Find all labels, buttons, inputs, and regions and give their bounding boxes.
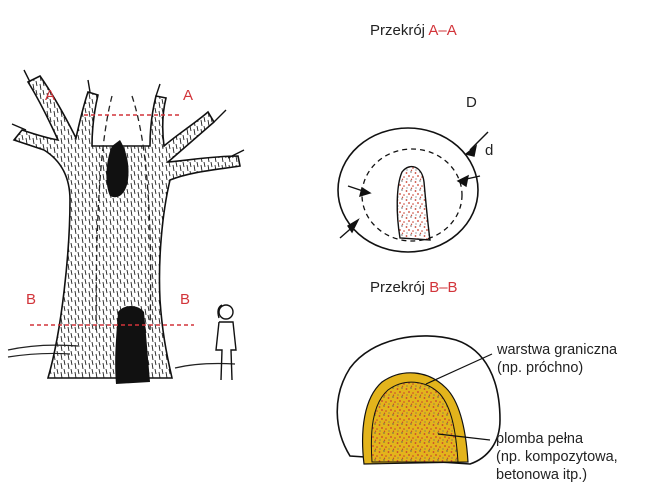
label-b-right: B: [180, 291, 190, 309]
section-bb-drawing: [337, 336, 500, 464]
tree-drawing: [8, 70, 244, 384]
section-aa-mark: A–A: [428, 22, 456, 39]
label-a-left: A: [45, 87, 55, 105]
section-bb-prefix: Przekrój: [370, 279, 425, 296]
dim-outer-label: D: [466, 94, 477, 112]
section-aa-title: Przekrój A–A: [370, 22, 457, 40]
section-aa-drawing: [338, 128, 488, 252]
boundary-layer-line1: warstwa graniczna: [497, 341, 617, 359]
section-aa-prefix: Przekrój: [370, 22, 425, 39]
boundary-layer-line2: (np. próchno): [497, 359, 617, 377]
label-a-right: A: [183, 87, 193, 105]
filling-line2: (np. kompozytowa,: [496, 448, 618, 466]
filling-line3: betonowa itp.): [496, 466, 618, 484]
label-b-left: B: [26, 291, 36, 309]
filling-note: plomba pełna (np. kompozytowa, betonowa …: [496, 430, 618, 484]
section-bb-mark: B–B: [429, 279, 457, 296]
dim-inner-label: d: [485, 142, 493, 160]
section-bb-title: Przekrój B–B: [370, 279, 458, 297]
boundary-layer-note: warstwa graniczna (np. próchno): [497, 341, 617, 377]
person-figure: [216, 305, 236, 380]
filling-line1: plomba pełna: [496, 430, 618, 448]
